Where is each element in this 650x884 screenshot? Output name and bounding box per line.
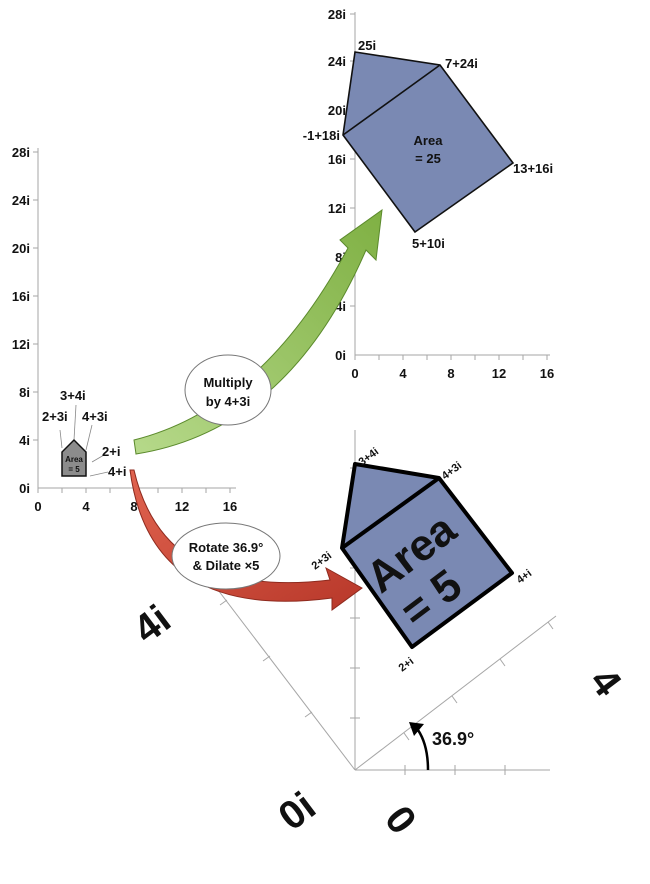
small-area-label: Area (65, 455, 83, 464)
large-vertex-label: 25i (358, 38, 376, 53)
large-vertex-label: 5+10i (412, 236, 445, 251)
large-x-tick: 8 (447, 366, 454, 381)
rotated-house-shape (340, 462, 514, 649)
large-x-tick: 12 (492, 366, 506, 381)
small-y-tick: 8i (19, 385, 30, 400)
small-x-tick: 16 (223, 499, 237, 514)
small-vertex-label: 2+3i (42, 409, 68, 424)
rotate-dilate-bubble: Rotate 36.9° & Dilate ×5 (171, 522, 281, 590)
large-y-tick: 0i (335, 348, 346, 363)
multiply-bubble-line2: by 4+3i (206, 394, 250, 409)
rotated-axis-label-real: 4 (581, 660, 630, 705)
small-vertex-label: 4+i (108, 464, 126, 479)
rotated-axis-label-imag: 4i (126, 597, 179, 652)
multiply-bubble: Multiply by 4+3i (184, 354, 272, 426)
large-y-tick: 20i (328, 103, 346, 118)
rotate-bubble-line2: & Dilate ×5 (193, 558, 260, 573)
small-x-tick: 8 (130, 499, 137, 514)
large-area-value: = 25 (415, 151, 441, 166)
small-x-tick: 12 (175, 499, 189, 514)
rotated-vertex-label: 2+3i (310, 550, 335, 573)
large-x-tick: 0 (351, 366, 358, 381)
large-y-tick: 8i (335, 250, 346, 265)
large-y-tick: 28i (328, 7, 346, 22)
small-y-tick: 12i (12, 337, 30, 352)
small-y-tick: 16i (12, 289, 30, 304)
small-y-tick: 28i (12, 145, 30, 160)
rotated-vertex-label: 4+i (515, 567, 535, 586)
large-y-tick: 24i (328, 54, 346, 69)
small-house-shape (61, 438, 87, 477)
rotated-origin-label-imag: 0i (271, 784, 324, 839)
multiply-bubble-line1: Multiply (203, 375, 253, 390)
small-y-tick: 4i (19, 433, 30, 448)
large-y-tick: 12i (328, 201, 346, 216)
large-y-tick: 16i (328, 152, 346, 167)
small-vertex-label: 4+3i (82, 409, 108, 424)
multiply-arrow (133, 208, 383, 455)
small-plot: 0 4 8 12 16 0i 4i 8i 12i 16i 20i 24i 28i… (12, 145, 237, 514)
small-vertex-label: 3+4i (60, 388, 86, 403)
large-house-shape (342, 51, 515, 234)
small-leader-lines (59, 404, 109, 477)
small-x-tick: 0 (34, 499, 41, 514)
large-house-divider (342, 64, 441, 136)
large-vertex-label: 13+16i (513, 161, 553, 176)
rotation-angle-arrow (416, 729, 430, 771)
small-area-value: = 5 (68, 465, 80, 474)
rotated-vertex-label: 2+i (397, 655, 417, 674)
large-x-tick: 16 (540, 366, 554, 381)
large-vertex-label: 7+24i (445, 56, 478, 71)
rotation-angle-arrowhead (409, 722, 424, 736)
rotated-plot: Area = 5 3+4i 4+3i 2+3i 4+i 2+i 4i 4 0i … (126, 430, 630, 842)
small-x-tick: 4 (82, 499, 90, 514)
small-y-tick: 24i (12, 193, 30, 208)
rotation-angle-label: 36.9° (432, 729, 474, 749)
large-area-label: Area (414, 133, 444, 148)
large-x-tick: 4 (399, 366, 407, 381)
rotated-vertex-label: 4+3i (440, 460, 465, 483)
rotate-bubble-line1: Rotate 36.9° (189, 540, 264, 555)
rotated-origin-label-real: 0 (376, 798, 425, 842)
large-vertex-label: -1+18i (303, 128, 340, 143)
large-y-tick: 4i (335, 299, 346, 314)
large-plot: 0 4 8 12 16 0i 4i 8i 12i 16i 20i 24i 28i… (303, 7, 554, 381)
small-vertex-label: 2+i (102, 444, 120, 459)
rotated-house-divider (340, 476, 441, 550)
small-y-tick: 0i (19, 481, 30, 496)
small-y-tick: 20i (12, 241, 30, 256)
